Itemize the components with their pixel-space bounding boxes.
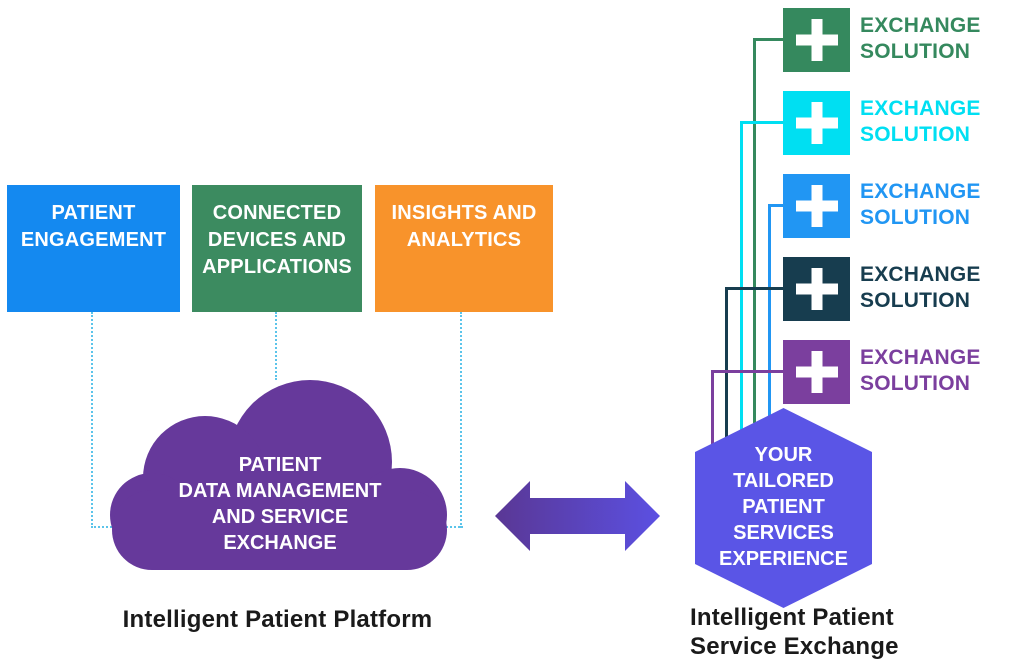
connector-line xyxy=(768,204,785,207)
exchange-solution-square xyxy=(783,340,850,404)
exchange-solution-square xyxy=(783,91,850,155)
box-label-line: ENGAGEMENT xyxy=(20,229,167,251)
label-line: SOLUTION xyxy=(860,206,971,229)
connector-line xyxy=(753,38,785,41)
caption-line: Service Exchange xyxy=(690,633,899,660)
left-right-arrow-icon xyxy=(495,481,660,551)
exchange-solution-square xyxy=(783,257,850,321)
label-line: EXCHANGE xyxy=(860,263,981,286)
label-line: EXCHANGE xyxy=(860,346,981,369)
hexagon-label: YOUR TAILORED PATIENT SERVICES EXPERIENC… xyxy=(695,408,872,608)
label-line: EXCHANGE xyxy=(860,180,981,203)
hexagon-label-line: TAILORED xyxy=(733,470,834,492)
hexagon-label-line: SERVICES xyxy=(733,522,834,544)
cloud-shape xyxy=(110,380,447,570)
box-label-line: DEVICES AND xyxy=(207,229,347,251)
label-line: EXCHANGE xyxy=(860,97,981,120)
box-insights-analytics: INSIGHTS AND ANALYTICS xyxy=(375,185,553,312)
dotted-connector-right xyxy=(460,312,462,528)
connector-line xyxy=(725,287,785,290)
connector-line xyxy=(740,121,743,430)
platform-caption: Intelligent Patient Platform xyxy=(122,606,433,633)
box-label-line: APPLICATIONS xyxy=(202,256,352,278)
cloud-label-line: AND SERVICE xyxy=(211,506,349,528)
caption-line: Intelligent Patient xyxy=(690,604,894,631)
connector-line xyxy=(740,121,785,124)
exchange-solution-label: EXCHANGE SOLUTION xyxy=(860,96,1020,148)
cloud-label-line: DATA MANAGEMENT xyxy=(178,480,382,502)
connector-line xyxy=(711,370,785,373)
box-patient-engagement: PATIENT ENGAGEMENT xyxy=(7,185,180,312)
connector-line xyxy=(753,38,756,423)
plus-icon xyxy=(796,185,838,227)
cloud-label-line: EXCHANGE xyxy=(223,532,337,554)
label-line: EXCHANGE xyxy=(860,14,981,37)
dotted-connector-middle xyxy=(275,312,277,380)
label-line: SOLUTION xyxy=(860,289,971,312)
exchange-solution-label: EXCHANGE SOLUTION xyxy=(860,13,1020,65)
plus-icon xyxy=(796,102,838,144)
box-label-line: ANALYTICS xyxy=(406,229,522,251)
plus-icon xyxy=(796,268,838,310)
hexagon-shape: YOUR TAILORED PATIENT SERVICES EXPERIENC… xyxy=(695,408,872,608)
exchange-solution-label: EXCHANGE SOLUTION xyxy=(860,179,1020,231)
exchange-solution-square xyxy=(783,174,850,238)
box-label-line: PATIENT xyxy=(51,202,136,224)
connector-line xyxy=(768,204,771,416)
exchange-solution-label: EXCHANGE SOLUTION xyxy=(860,262,1020,314)
box-label-line: CONNECTED xyxy=(212,202,342,224)
plus-icon xyxy=(796,351,838,393)
box-label-line: INSIGHTS AND xyxy=(391,202,537,224)
cloud-label: PATIENT DATA MANAGEMENT AND SERVICE EXCH… xyxy=(140,452,420,556)
label-line: SOLUTION xyxy=(860,123,971,146)
plus-icon xyxy=(796,19,838,61)
cloud-label-line: PATIENT xyxy=(238,454,322,476)
label-line: SOLUTION xyxy=(860,372,971,395)
exchange-solution-label: EXCHANGE SOLUTION xyxy=(860,345,1020,397)
connector-line xyxy=(711,370,714,444)
dotted-connector-left xyxy=(91,312,93,528)
hexagon-label-line: EXPERIENCE xyxy=(719,548,848,570)
connector-line xyxy=(725,287,728,437)
hexagon-label-line: PATIENT xyxy=(742,496,825,518)
service-exchange-caption: Intelligent Patient Service Exchange xyxy=(690,603,899,661)
box-connected-devices: CONNECTED DEVICES AND APPLICATIONS xyxy=(192,185,362,312)
hexagon-label-line: YOUR xyxy=(754,444,813,466)
exchange-solution-square xyxy=(783,8,850,72)
label-line: SOLUTION xyxy=(860,40,971,63)
